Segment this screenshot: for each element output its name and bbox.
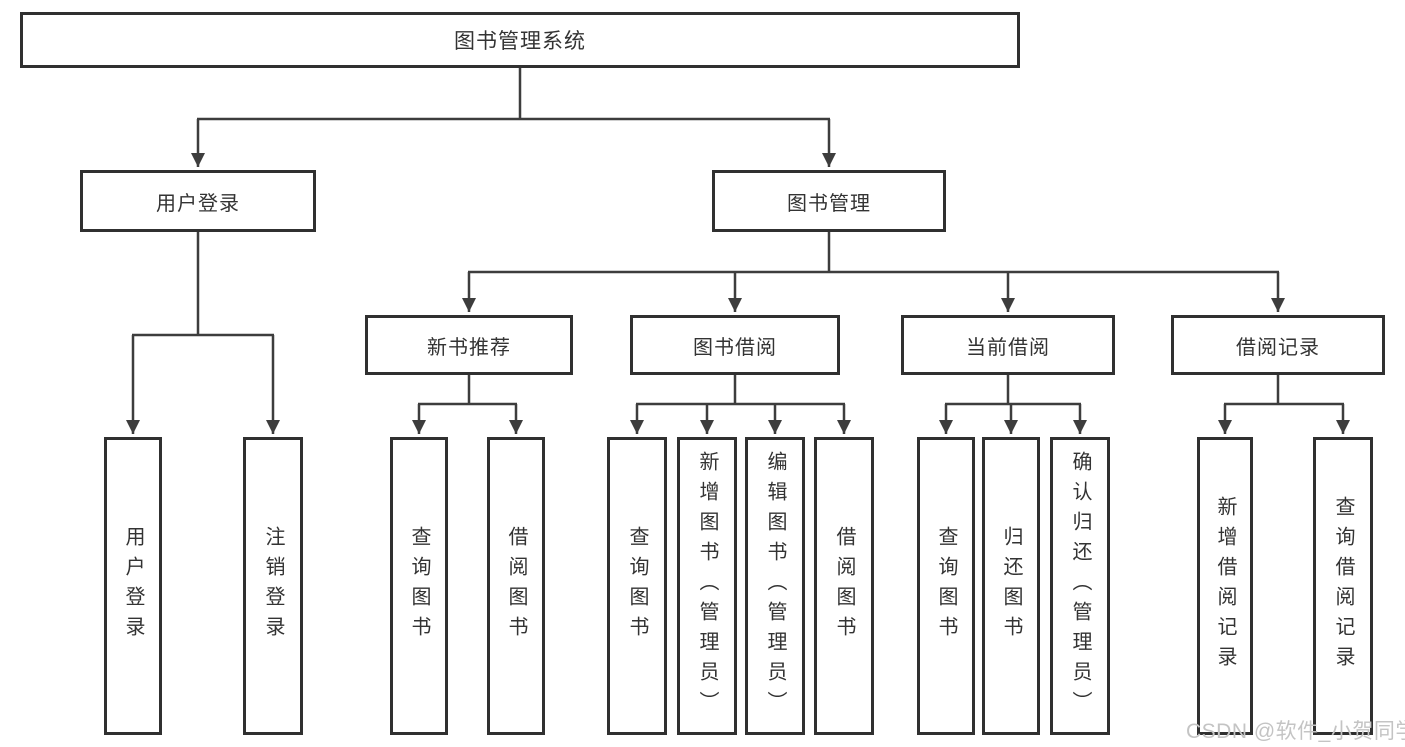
connector-records-to-leaves <box>1218 375 1350 434</box>
connector-mgmt-to-level3 <box>462 232 1285 312</box>
leaf-user-login: 用户登录 <box>104 437 162 735</box>
leaf-borrow-add-books-admin: 新增图书（管理员） <box>677 437 737 735</box>
node-current-borrow: 当前借阅 <box>901 315 1115 375</box>
csdn-watermark: CSDN @软件_小贺同学 <box>1186 720 1405 743</box>
connector-recommend-to-leaves <box>412 375 523 434</box>
leaf-records-query-record: 查询借阅记录 <box>1313 437 1373 735</box>
node-borrow-records: 借阅记录 <box>1171 315 1385 375</box>
leaf-borrow-query-books: 查询图书 <box>607 437 667 735</box>
leaf-current-return-books: 归还图书 <box>982 437 1040 735</box>
node-root-system: 图书管理系统 <box>20 12 1020 68</box>
leaf-current-query-books: 查询图书 <box>917 437 975 735</box>
connector-root-to-level2 <box>191 68 836 167</box>
node-book-borrow: 图书借阅 <box>630 315 840 375</box>
node-book-management: 图书管理 <box>712 170 946 232</box>
node-user-login: 用户登录 <box>80 170 316 232</box>
node-new-book-recommend: 新书推荐 <box>365 315 573 375</box>
leaf-borrow-borrow-books: 借阅图书 <box>814 437 874 735</box>
leaf-records-add-record: 新增借阅记录 <box>1197 437 1253 735</box>
leaf-logout: 注销登录 <box>243 437 303 735</box>
leaf-recommend-borrow-books: 借阅图书 <box>487 437 545 735</box>
connector-current-to-leaves <box>939 375 1087 434</box>
leaf-recommend-query-books: 查询图书 <box>390 437 448 735</box>
connector-login-to-leaves <box>126 232 280 434</box>
connector-borrow-to-leaves <box>630 375 851 434</box>
leaf-borrow-edit-books-admin: 编辑图书（管理员） <box>745 437 805 735</box>
leaf-current-confirm-return-admin: 确认归还（管理员） <box>1050 437 1110 735</box>
